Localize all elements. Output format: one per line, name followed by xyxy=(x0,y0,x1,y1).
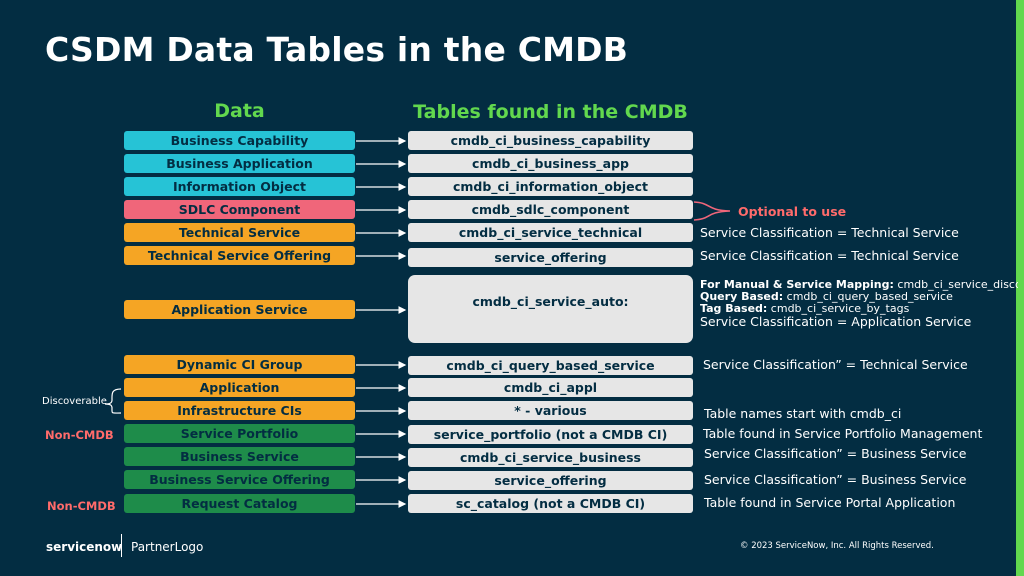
data-box-sdlc-component: SDLC Component xyxy=(124,200,355,219)
data-box-business-service: Business Service xyxy=(124,447,355,466)
table-box-infrastructure-cis: * - various xyxy=(408,401,693,420)
non-cmdb-label-1: Non-CMDB xyxy=(45,428,114,442)
data-box-service-portfolio: Service Portfolio xyxy=(124,424,355,443)
optional-label: Optional to use xyxy=(738,204,847,219)
table-box-service-portfolio: service_portfolio (not a CMDB CI) xyxy=(408,425,693,444)
accent-strip xyxy=(1016,0,1024,576)
page-title: CSDM Data Tables in the CMDB xyxy=(45,30,629,69)
optional-brace-icon xyxy=(693,201,731,221)
non-cmdb-label-2: Non-CMDB xyxy=(47,499,116,513)
table-box-application: cmdb_ci_appl xyxy=(408,378,693,397)
note-business-service: Service Classification” = Business Servi… xyxy=(704,446,967,461)
table-box-dynamic-ci-group: cmdb_ci_query_based_service xyxy=(408,356,693,375)
servicenow-logo: servicenow xyxy=(46,540,123,554)
table-box-technical-service: cmdb_ci_service_technical xyxy=(408,223,693,242)
manual-label: For Manual & Service Mapping: xyxy=(700,279,894,291)
note-request-catalog: Table found in Service Portal Applicatio… xyxy=(704,495,956,510)
table-box-business-service-offering: service_offering xyxy=(408,471,693,490)
note-application-service: For Manual & Service Mapping: cmdb_ci_se… xyxy=(700,279,1018,329)
note-dynamic-ci-group: Service Classification” = Technical Serv… xyxy=(703,357,968,372)
manual-value: cmdb_ci_service_discovered xyxy=(897,279,1018,291)
data-column-header: Data xyxy=(214,100,265,122)
query-label: Query Based: xyxy=(700,290,784,303)
row-arrows xyxy=(356,137,407,508)
note-technical-service-offering: Service Classification = Technical Servi… xyxy=(700,248,959,263)
table-box-business-service: cmdb_ci_service_business xyxy=(408,448,693,467)
data-box-application-service: Application Service xyxy=(124,300,355,319)
copyright-text: © 2023 ServiceNow, Inc. All Rights Reser… xyxy=(740,541,934,551)
data-box-dynamic-ci-group: Dynamic CI Group xyxy=(124,355,355,374)
note-technical-service: Service Classification = Technical Servi… xyxy=(700,225,959,240)
data-box-request-catalog: Request Catalog xyxy=(124,494,355,513)
discoverable-bracket-icon xyxy=(104,388,122,414)
data-box-business-capability: Business Capability xyxy=(124,131,355,150)
table-box-application-service: cmdb_ci_service_auto: xyxy=(408,275,693,343)
partner-logo: PartnerLogo xyxy=(131,540,204,554)
data-box-technical-service-offering: Technical Service Offering xyxy=(124,246,355,265)
data-box-business-application: Business Application xyxy=(124,154,355,173)
table-box-request-catalog: sc_catalog (not a CMDB CI) xyxy=(408,494,693,513)
query-value: cmdb_ci_query_based_service xyxy=(783,290,953,303)
table-box-business-capability: cmdb_ci_business_capability xyxy=(408,131,693,150)
tag-label: Tag Based: xyxy=(700,302,768,315)
note-business-service-offering: Service Classification” = Business Servi… xyxy=(704,472,967,487)
app-service-classification: Service Classification = Application Ser… xyxy=(700,314,972,329)
tag-value: cmdb_ci_service_by_tags xyxy=(767,302,910,315)
logo-divider xyxy=(121,534,122,557)
table-box-information-object: cmdb_ci_information_object xyxy=(408,177,693,196)
tables-column-header: Tables found in the CMDB xyxy=(413,101,688,123)
data-box-infrastructure-cis: Infrastructure CIs xyxy=(124,401,355,420)
data-box-information-object: Information Object xyxy=(124,177,355,196)
data-box-business-service-offering: Business Service Offering xyxy=(124,470,355,489)
table-box-sdlc-component: cmdb_sdlc_component xyxy=(408,200,693,219)
note-infrastructure: Table names start with cmdb_ci xyxy=(704,406,902,421)
note-service-portfolio: Table found in Service Portfolio Managem… xyxy=(703,426,983,441)
table-box-technical-service-offering: service_offering xyxy=(408,248,693,267)
discoverable-label: Discoverable xyxy=(42,396,107,407)
table-box-business-application: cmdb_ci_business_app xyxy=(408,154,693,173)
data-box-technical-service: Technical Service xyxy=(124,223,355,242)
data-box-application: Application xyxy=(124,378,355,397)
